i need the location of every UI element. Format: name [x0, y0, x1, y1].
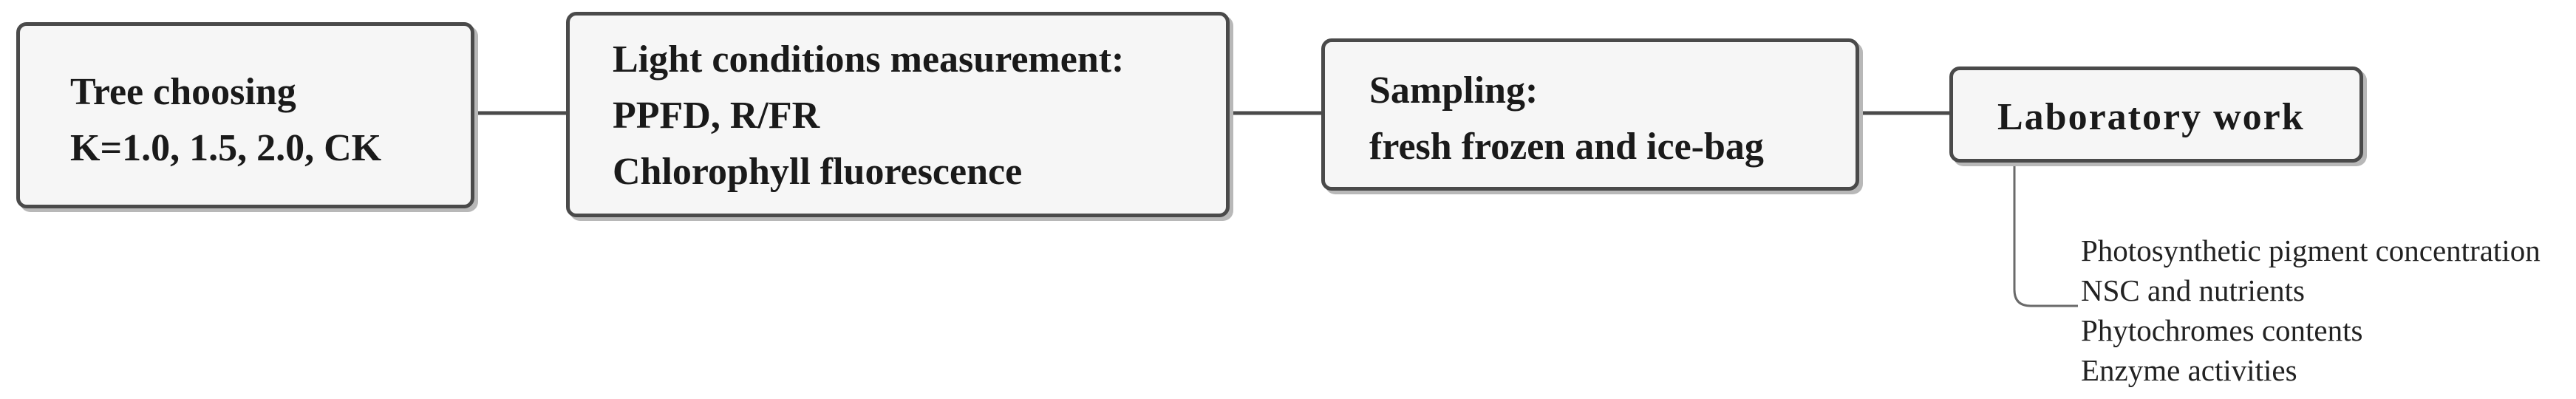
step-laboratory-work-box: Laboratory work — [1949, 66, 2363, 163]
detail-item-nsc: NSC and nutrients — [2081, 273, 2305, 307]
detail-item-phytochromes: Phytochromes contents — [2081, 313, 2363, 347]
laboratory-details-list: Photosynthetic pigment concentration NSC… — [2081, 231, 2541, 390]
step-2-title: Light conditions measurement: — [613, 38, 1125, 81]
step-light-measurement-box: Light conditions measurement: PPFD, R/FR… — [566, 12, 1230, 217]
step-1-detail: K=1.0, 1.5, 2.0, CK — [70, 127, 382, 169]
step-1-title: Tree choosing — [70, 71, 296, 113]
step-3-title: Sampling: — [1369, 69, 1539, 112]
step-2-detail-chlorophyll: Chlorophyll fluorescence — [613, 151, 1023, 193]
step-2-detail-ppfd: PPFD, R/FR — [613, 95, 820, 137]
step-sampling-box: Sampling: fresh frozen and ice-bag — [1321, 38, 1859, 191]
step-4-title: Laboratory work — [1997, 96, 2305, 138]
details-bracket — [2013, 164, 2078, 307]
step-tree-choosing-box: Tree choosing K=1.0, 1.5, 2.0, CK — [16, 22, 474, 208]
step-3-detail: fresh frozen and ice-bag — [1369, 126, 1764, 168]
detail-item-pigment: Photosynthetic pigment concentration — [2081, 233, 2541, 267]
detail-item-enzymes: Enzyme activities — [2081, 353, 2297, 387]
